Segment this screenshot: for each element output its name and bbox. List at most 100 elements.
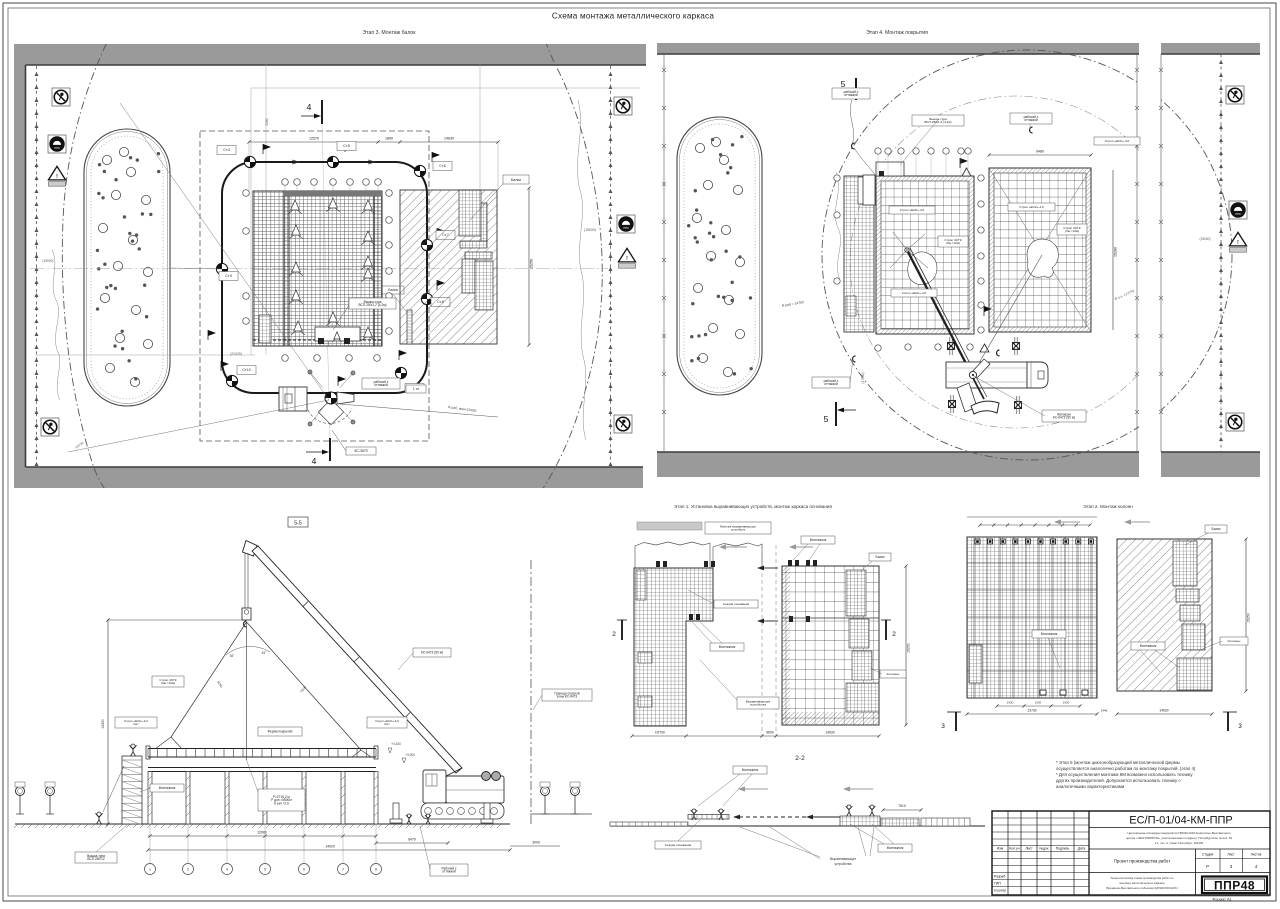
svg-text:+4,100: +4,100: [391, 742, 401, 746]
svg-text:5: 5: [824, 414, 829, 424]
svg-text:Ферма покрытия: Ферма покрытия: [268, 730, 293, 734]
svg-text:(15000): (15000): [43, 259, 54, 263]
svg-text:1930: 1930: [1007, 701, 1014, 705]
svg-text:зоны КС-6473: зоны КС-6473: [557, 695, 578, 699]
svg-text:Вышка-тура: Вышка-тура: [87, 854, 105, 858]
svg-text:9300: 9300: [299, 685, 307, 693]
svg-text:15250: 15250: [1247, 613, 1251, 623]
svg-text:5: 5: [264, 867, 266, 871]
svg-text:Монтажник: Монтажник: [719, 645, 736, 649]
svg-text:Строп 4СТК: Строп 4СТК: [159, 678, 176, 682]
svg-text:(3м / 10м): (3м / 10м): [161, 681, 175, 685]
svg-text:аналогичными характеристиками: аналогичными характеристиками: [1056, 784, 1125, 789]
svg-text:+3,000: +3,000: [405, 753, 415, 757]
svg-text:1890: 1890: [385, 137, 393, 141]
svg-text:Разраб: Разраб: [994, 874, 1005, 878]
svg-text:Схема монтажа металлического к: Схема монтажа металлического каркаса: [552, 12, 714, 21]
svg-text:Секция основания: Секция основания: [723, 602, 750, 606]
svg-text:3: 3: [1238, 723, 1242, 730]
svg-text:1930: 1930: [1035, 701, 1042, 705]
svg-text:Строп 4СТК: Строп 4СТК: [1063, 226, 1080, 230]
svg-text:Вышка-тура: Вышка-тура: [364, 300, 382, 304]
svg-text:устройств: устройств: [731, 528, 746, 532]
svg-text:5280: 5280: [265, 118, 269, 125]
svg-text:3: 3: [1230, 864, 1233, 869]
svg-text:Колонны: Колонны: [1228, 639, 1241, 643]
svg-text:!: !: [56, 174, 58, 180]
svg-text:2шт: 2шт: [384, 722, 390, 726]
svg-text:Строп «ЕСК»-4,0: Строп «ЕСК»-4,0: [902, 291, 927, 295]
svg-text:14630: 14630: [444, 137, 454, 141]
svg-text:7510: 7510: [898, 804, 906, 808]
svg-text:рабочий с: рабочий с: [1024, 115, 1039, 119]
svg-text:Этап 2. Монтаж колонн: Этап 2. Монтаж колонн: [1083, 504, 1133, 509]
svg-text:(17700): (17700): [861, 373, 865, 384]
svg-text:монтажу металлического каркаса: монтажу металлического каркаса: [1119, 881, 1164, 885]
svg-text:Ст.4: Ст.4: [223, 148, 230, 152]
svg-text:Формат А1: Формат А1: [1212, 898, 1231, 902]
svg-text:12080: 12080: [257, 831, 267, 835]
svg-text:оттяжкой: оттяжкой: [442, 870, 456, 874]
svg-text:6: 6: [303, 867, 305, 871]
svg-text:Дата: Дата: [1078, 847, 1086, 851]
svg-text:1 т.п: 1 т.п: [413, 387, 420, 391]
svg-text:(3м / 10м): (3м / 10м): [946, 241, 960, 245]
svg-text:1440: 1440: [1101, 709, 1108, 713]
svg-text:15280: 15280: [1114, 247, 1118, 257]
svg-text:Строп «ЕСК»-4,0: Строп «ЕСК»-4,0: [375, 719, 399, 723]
svg-text:15250: 15250: [907, 643, 911, 653]
svg-text:2: 2: [187, 867, 189, 871]
svg-text:Строп 4СТК: Строп 4СТК: [944, 238, 961, 242]
svg-text:ЕС/П-01/04-КМ-ППР: ЕС/П-01/04-КМ-ППР: [1129, 815, 1232, 827]
svg-text:Выравнивающая: Выравнивающая: [746, 700, 771, 704]
svg-text:13730: 13730: [1027, 709, 1036, 713]
svg-text:Подпись: Подпись: [1056, 847, 1070, 851]
svg-text:R раб = 14750: R раб = 14750: [781, 300, 804, 308]
svg-text:Автокран: Автокран: [1057, 413, 1071, 417]
svg-text:Монтажник: Монтажник: [742, 768, 759, 772]
svg-text:Проект производства работ: Проект производства работ: [1114, 859, 1171, 864]
svg-text:14630: 14630: [825, 731, 834, 735]
svg-text:Граница опасной: Граница опасной: [554, 692, 580, 696]
svg-text:рабочий с: рабочий с: [844, 90, 859, 94]
svg-text:ВСП-250/1,2 (4,2м): ВСП-250/1,2 (4,2м): [924, 120, 951, 124]
svg-text:Р=2719,2 кг: Р=2719,2 кг: [273, 795, 291, 799]
svg-text:Н2700: Н2700: [655, 731, 665, 735]
svg-text:(3м / 10м): (3м / 10м): [1065, 229, 1079, 233]
svg-text:Рабочий с: Рабочий с: [441, 867, 456, 871]
svg-text:3: 3: [941, 723, 945, 730]
svg-text:оттяжкой: оттяжкой: [844, 93, 858, 97]
svg-text:2-2: 2-2: [795, 755, 805, 762]
svg-text:рабочий с: рабочий с: [824, 379, 839, 383]
svg-text:рабочий с: рабочий с: [374, 380, 389, 384]
svg-text:13450: 13450: [101, 719, 105, 729]
svg-text:(15000): (15000): [584, 228, 596, 232]
svg-text:12570: 12570: [309, 137, 319, 141]
svg-text:центра «ЭКСПОФОРУМ», расположе: центра «ЭКСПОФОРУМ», расположенная по ад…: [1126, 836, 1233, 840]
svg-text:РПЗ: РПЗ: [54, 146, 60, 150]
svg-text:Монтажник: Монтажник: [810, 538, 827, 542]
svg-text:РПЗ: РПЗ: [623, 226, 629, 230]
svg-text:6470: 6470: [408, 838, 416, 842]
svg-text:Монтажник: Монтажник: [159, 786, 176, 790]
svg-text:РПЗ: РПЗ: [1235, 212, 1241, 216]
svg-text:R раб. мин=10780: R раб. мин=10780: [448, 405, 477, 413]
svg-text:2: 2: [612, 631, 616, 638]
svg-text:5-5: 5-5: [294, 521, 302, 527]
svg-text:ГИП: ГИП: [994, 881, 1001, 885]
svg-text:Центральная площадка предприят: Центральная площадка предприятия ПМСМ-20…: [1127, 831, 1230, 835]
svg-text:Ст.9: Ст.9: [225, 274, 232, 278]
svg-text:4: 4: [307, 102, 312, 112]
svg-text:оттяжкой: оттяжкой: [1024, 118, 1038, 122]
svg-text:других производителей. Допуска: других производителей. Допускается испол…: [1056, 778, 1181, 783]
svg-text:8290: 8290: [216, 680, 223, 688]
svg-text:2: 2: [892, 631, 896, 638]
svg-text:Лист: Лист: [1025, 847, 1033, 851]
svg-text:Ст.5: Ст.5: [343, 144, 350, 148]
svg-text:Технологическая схема производ: Технологическая схема производства работ…: [1110, 876, 1174, 880]
svg-text:оттяжкой: оттяжкой: [824, 382, 838, 386]
svg-text:Строп «ЕСК»-4,0: Строп «ЕСК»-4,0: [124, 719, 148, 723]
svg-text:4: 4: [1255, 864, 1258, 869]
svg-text:Монтажник: Монтажник: [1140, 644, 1157, 648]
svg-text:2шт: 2шт: [133, 722, 139, 726]
